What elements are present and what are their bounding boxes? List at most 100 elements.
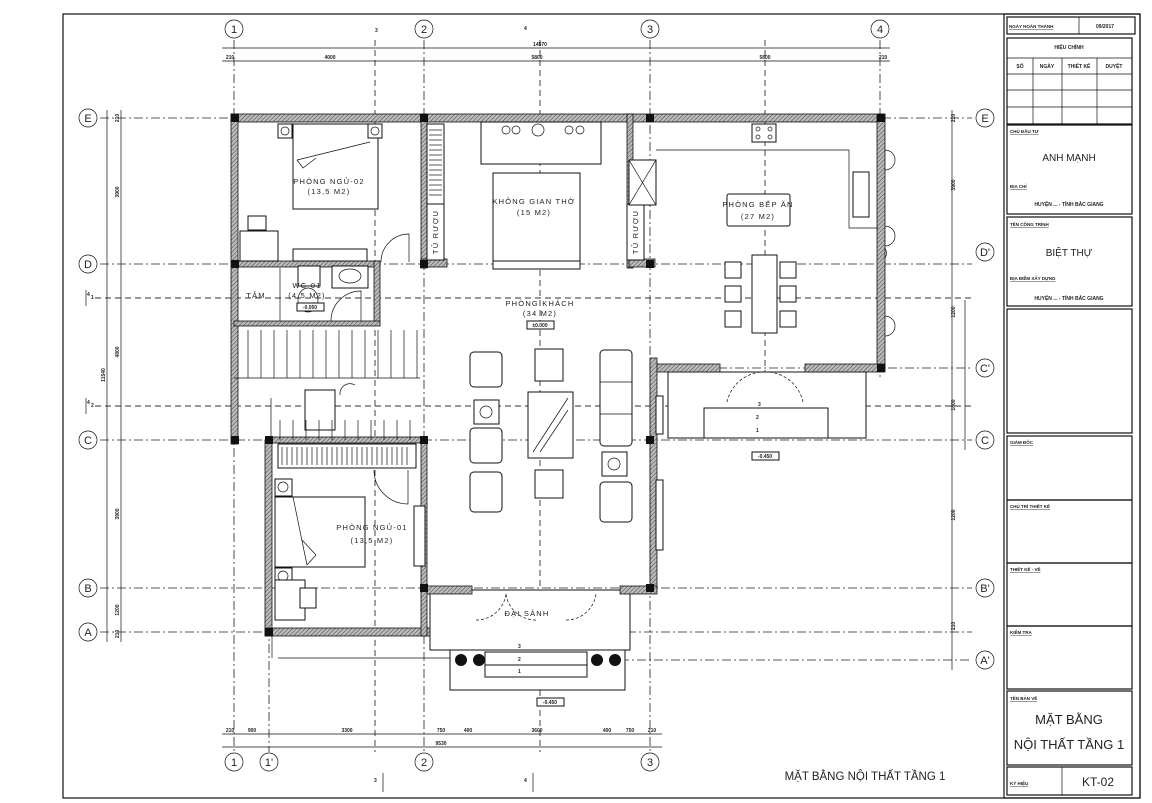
sheet-name-label: TÊN BẢN VẼ <box>1010 694 1037 701</box>
room-name: PHÒNG KHÁCH <box>505 299 574 308</box>
walls <box>230 113 886 637</box>
step-number: 2 <box>518 657 521 663</box>
section-mark: 4 <box>524 26 527 32</box>
dimension-text: 1200 <box>951 509 957 520</box>
revision-col: THIẾT KẾ <box>1068 63 1091 70</box>
dimension-text: 3600 <box>531 728 542 734</box>
room-name: TẮM <box>246 291 265 300</box>
sheet-number: KT-02 <box>1082 775 1114 789</box>
site: HUYỆN ... - TỈNH BẮC GIANG <box>1034 294 1103 302</box>
grid-bubbles-bottom: 1 1' 2 3 3 4 <box>224 752 660 792</box>
room-name: TỦ RƯỢU <box>431 210 440 254</box>
grid-label: C <box>981 435 989 447</box>
room-area: (13,5 M2) <box>351 536 394 545</box>
dimension-text: 3900 <box>115 508 121 519</box>
title-block: NGÀY HOÀN THÀNH 09/2017 HIỆU CHỈNH SỐ NG… <box>1003 13 1141 799</box>
grid-label: C <box>84 435 92 447</box>
kitchen-terrace: 3 2 1 <box>667 371 867 439</box>
dimension-text: 210 <box>648 728 657 734</box>
section-mark: 4 <box>87 292 90 298</box>
dimensions-bottom: 210 900 3300 750 400 3600 400 750 210 95… <box>222 728 662 748</box>
bed <box>292 123 379 210</box>
armchair <box>469 471 503 513</box>
altar <box>492 172 581 262</box>
step-number: 3 <box>518 644 521 650</box>
section-sub: 2 <box>91 403 94 409</box>
dimension-text: 3900 <box>115 186 121 197</box>
revision-col: SỐ <box>1016 63 1023 70</box>
section-sub: 1 <box>91 295 94 301</box>
room-name: PHÒNG BẾP ĂN <box>722 199 793 209</box>
column <box>473 654 485 666</box>
armchair <box>469 427 503 464</box>
revision-label: HIỆU CHỈNH <box>1054 43 1084 51</box>
room-area: (27 M2) <box>741 212 775 221</box>
dimension-text: 210 <box>951 114 957 123</box>
dimension-text: 5800 <box>531 55 542 61</box>
armchair <box>469 351 503 388</box>
dimension-text: 4000 <box>324 55 335 61</box>
room-labels: PHÒNG NGỦ-02 (13,5 M2) KHÔNG GIAN THỜ (1… <box>246 177 793 618</box>
furniture <box>234 121 896 621</box>
sheet-name: MẶT BẰNG <box>1035 712 1103 727</box>
grid-label: D' <box>980 247 990 259</box>
section-mark: 3 <box>375 28 378 34</box>
porch: 3 2 1 <box>271 589 631 691</box>
grid-label: 2 <box>421 757 427 769</box>
dimension-text: 400 <box>464 728 473 734</box>
column <box>609 654 621 666</box>
column <box>455 654 467 666</box>
level-tag: -0.450 <box>543 700 557 706</box>
room-area: (13,5 M2) <box>308 187 351 196</box>
staircase <box>234 330 420 440</box>
room-name: ĐẠI SẢNH <box>504 609 549 618</box>
level-tag: -0.450 <box>758 454 772 460</box>
dimension-text: 210 <box>115 630 121 639</box>
address: HUYỆN ... - TỈNH BẮC GIANG <box>1034 200 1103 208</box>
section-mark: 4 <box>524 778 527 784</box>
dimensions-right: 210 3900 1200 1800 1200 210 <box>951 110 966 670</box>
dimension-text: 210 <box>226 55 235 61</box>
owner: ANH MẠNH <box>1042 153 1095 164</box>
section-mark: 4 <box>87 400 90 406</box>
dimension-text: 900 <box>248 728 257 734</box>
sheet-no-label: KÝ HIỆU <box>1010 779 1028 786</box>
grid-bubble <box>414 19 434 39</box>
revision-col: NGÀY <box>1040 63 1055 70</box>
room-name: TỦ RƯỢU <box>631 210 640 254</box>
room-name: KHÔNG GIAN THỜ <box>492 197 575 206</box>
drawing-title: MẶT BẰNG NỘI THẤT TẦNG 1 <box>785 770 946 783</box>
grid-label: E <box>981 113 988 125</box>
dimension-text: 750 <box>626 728 635 734</box>
dimension-text: 210 <box>226 728 235 734</box>
room-area: (34 M2) <box>523 309 557 318</box>
step-number: 1 <box>518 669 521 675</box>
dimension-text: 14570 <box>533 42 547 48</box>
grid-bubble <box>224 19 244 39</box>
desk <box>239 230 279 262</box>
dimension-text: 210 <box>115 114 121 123</box>
room-name: PHÒNG NGỦ-01 <box>336 523 408 532</box>
step-number: 2 <box>756 415 759 421</box>
dimension-text: 4800 <box>115 346 121 357</box>
dimension-text: 3900 <box>951 179 957 190</box>
dimension-text: 9530 <box>435 741 446 747</box>
lead-label: CHỦ TRÌ THIẾT KẾ <box>1010 502 1050 509</box>
dimension-text: 1800 <box>951 399 957 410</box>
designer-label: THIẾT KẾ - VẼ <box>1010 566 1041 572</box>
checker-label: KIỂM TRA <box>1010 629 1032 635</box>
room-name: WC-01 <box>292 281 321 290</box>
room-name: PHÒNG NGỦ-02 <box>293 177 365 186</box>
logo-box <box>1006 308 1133 434</box>
completion-label: NGÀY HOÀN THÀNH <box>1009 23 1053 29</box>
level-tag: ±0.000 <box>532 323 547 329</box>
grid-label: 3 <box>647 24 653 36</box>
dining-table <box>751 254 778 334</box>
site-label: ĐỊA ĐIỂM XÂY DỰNG <box>1010 275 1056 281</box>
grid-label: 1 <box>231 757 237 769</box>
dimension-text: 750 <box>437 728 446 734</box>
dimension-text: 3300 <box>341 728 352 734</box>
grid-bubbles-right: E D' C' C B' A' <box>975 108 995 670</box>
grid-label: C' <box>980 363 990 375</box>
step-number: 3 <box>758 402 761 408</box>
